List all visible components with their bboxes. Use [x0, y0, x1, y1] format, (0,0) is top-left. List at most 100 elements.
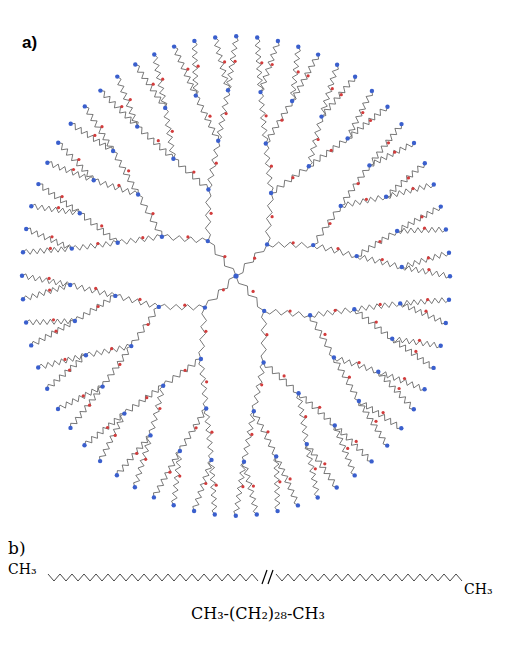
nitrogen-atom [261, 360, 265, 364]
oxygen-atom [208, 115, 211, 118]
oxygen-atom [52, 318, 55, 321]
oxygen-atom [184, 369, 187, 372]
oxygen-atom [253, 257, 256, 260]
bond-chain [199, 308, 207, 359]
bond-chain [205, 190, 211, 242]
oxygen-atom [418, 339, 421, 342]
oxygen-atom [72, 168, 75, 171]
end-group-label: CH₃ [8, 562, 37, 576]
bond-chain [354, 302, 400, 312]
nitrogen-atom [206, 239, 210, 243]
bond-chain [162, 235, 208, 243]
bond-chain [369, 143, 414, 166]
bond-chain [297, 393, 308, 444]
end-group-label: CH₃ [464, 582, 493, 596]
oxygen-atom [96, 242, 99, 245]
oxygen-atom [171, 130, 174, 133]
oxygen-atom [222, 288, 225, 291]
break-mark [262, 570, 267, 584]
bond-chain [47, 355, 86, 389]
bond-chain [359, 401, 401, 429]
oxygen-atom [114, 434, 117, 437]
nitrogen-atom [274, 454, 278, 458]
amine-end [353, 473, 357, 477]
nitrogen-atom [376, 370, 380, 374]
oxygen-atom [106, 426, 109, 429]
oxygen-atom [100, 125, 103, 128]
amine-end [152, 52, 156, 56]
amine-end [448, 274, 452, 278]
amine-end [24, 227, 28, 231]
nitrogen-atom [209, 458, 213, 462]
bond-chain [154, 451, 180, 497]
nitrogen-atom [296, 391, 300, 395]
oxygen-atom [398, 387, 401, 390]
amine-end [83, 104, 87, 108]
oxygen-atom [357, 182, 360, 185]
oxygen-atom [223, 60, 226, 63]
oxygen-atom [297, 70, 300, 73]
oxygen-atom [241, 485, 244, 488]
oxygen-atom [266, 430, 269, 433]
amine-end [369, 459, 373, 463]
amine-end [29, 204, 33, 208]
bond-chain [261, 41, 280, 92]
bond-chain [309, 138, 348, 166]
nitrogen-atom [269, 191, 273, 195]
nitrogen-atom [116, 241, 120, 245]
amine-end [68, 426, 72, 430]
nitrogen-atom [400, 265, 404, 269]
nitrogen-atom [216, 139, 220, 143]
oxygen-atom [234, 60, 237, 63]
oxygen-atom [348, 376, 351, 379]
bond-chain [208, 241, 236, 276]
nitrogen-atom [73, 319, 77, 323]
amine-end [296, 45, 300, 49]
nitrogen-atom [345, 136, 349, 140]
amine-end [20, 274, 24, 278]
oxygen-atom [210, 212, 213, 215]
amine-end [115, 74, 119, 78]
carbon-chain [276, 574, 462, 581]
oxygen-atom [129, 98, 132, 101]
bond-chain [118, 235, 162, 244]
oxygen-atom [270, 165, 273, 168]
break-mark [268, 570, 273, 584]
bond-chain [113, 151, 138, 195]
nitrogen-atom [352, 307, 356, 311]
oxygen-atom [334, 309, 337, 312]
oxygen-atom [157, 139, 160, 142]
oxygen-atom [361, 111, 364, 114]
nitrogen-atom [332, 355, 336, 359]
oxygen-atom [50, 235, 53, 238]
oxygen-atom [186, 235, 189, 238]
amine-end [21, 297, 25, 301]
amine-end [115, 473, 119, 477]
nitrogen-atom [226, 88, 230, 92]
nitrogen-atom [171, 157, 175, 161]
oxygen-atom [223, 255, 226, 258]
bond-chain [58, 143, 93, 181]
oxygen-atom [314, 467, 317, 470]
bond-chain [85, 414, 125, 446]
oxygen-atom [317, 138, 320, 141]
bond-chain [134, 435, 151, 487]
bond-chain [38, 184, 79, 213]
bond-chain [386, 184, 434, 199]
oxygen-atom [168, 471, 171, 474]
amine-end [98, 88, 102, 92]
bond-chain [310, 308, 354, 317]
bond-chain [274, 456, 280, 511]
oxygen-atom [178, 475, 181, 478]
nitrogen-atom [357, 399, 361, 403]
bond-chain [137, 127, 173, 159]
nitrogen-atom [100, 384, 104, 388]
nitrogen-atom [319, 114, 323, 118]
bond-chain [26, 228, 72, 249]
bond-chain [38, 354, 86, 369]
oxygen-atom [250, 433, 253, 436]
oxygen-atom [355, 440, 358, 443]
bond-chain [402, 266, 450, 278]
amine-end [423, 161, 427, 165]
oxygen-atom [318, 406, 321, 409]
